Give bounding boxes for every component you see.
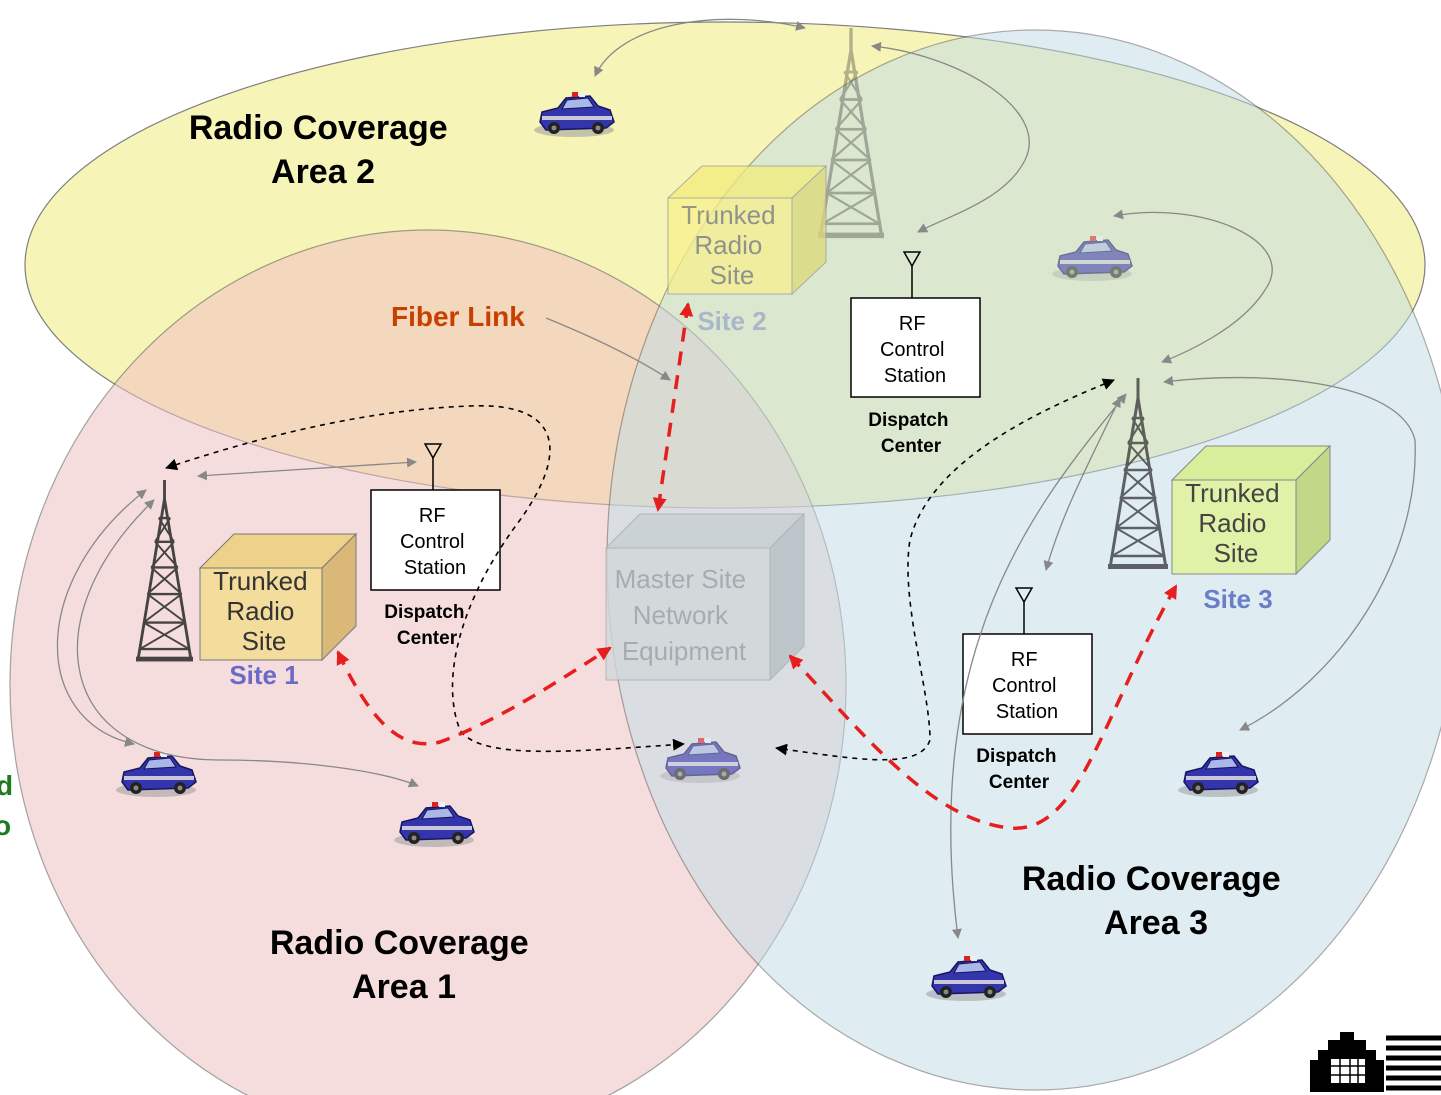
site-2-label: Site 2 <box>697 306 766 336</box>
cropped-edge-text: d o <box>0 770 21 841</box>
coverage-area-1-label: Radio Coverage Area 1 <box>270 924 538 1006</box>
master-site-text: Master Site Network Equipment <box>615 564 754 666</box>
trunked-site-2-text: Trunked Radio Site <box>681 200 783 290</box>
fiber-links <box>336 302 1178 830</box>
master-site-network-equipment: Master Site Network Equipment <box>604 512 806 682</box>
trunked-radio-site-2: Trunked Radio Site Site 2 <box>666 164 828 336</box>
site-1-label: Site 1 <box>229 660 298 690</box>
gear-logo-icon <box>1310 1032 1441 1092</box>
site-3-label: Site 3 <box>1203 584 1272 614</box>
coverage-area-2-label: Radio Coverage Area 2 <box>189 109 457 191</box>
fiber-link-label: Fiber Link <box>391 301 525 332</box>
